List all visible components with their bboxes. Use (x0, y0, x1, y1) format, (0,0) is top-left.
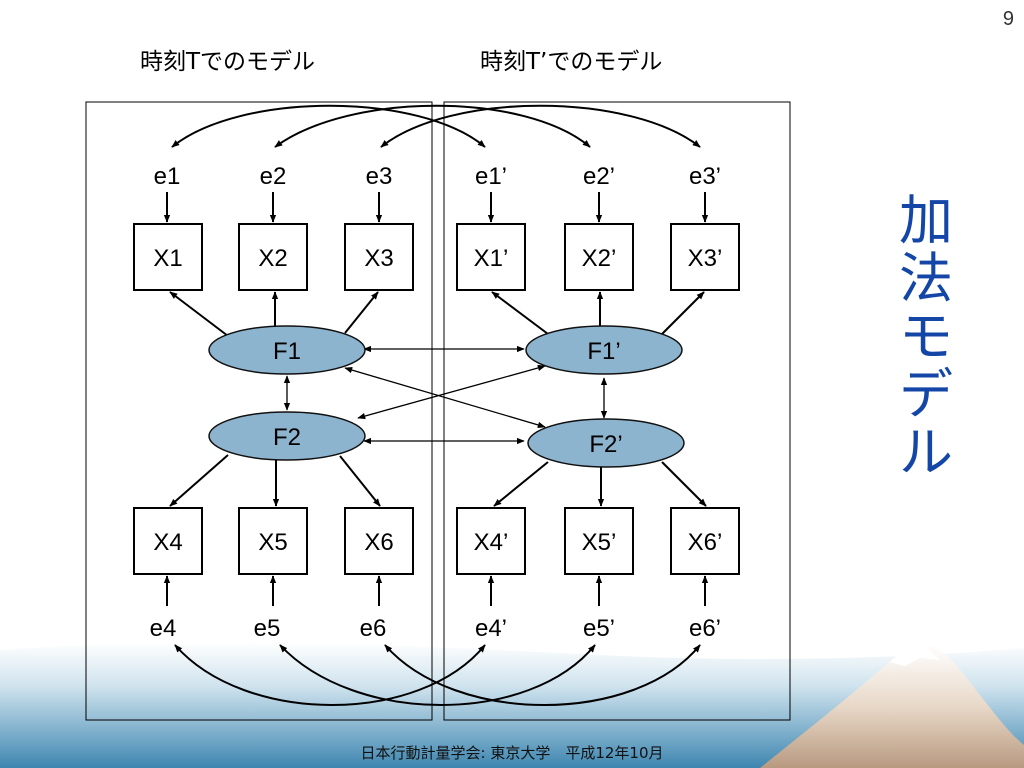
side-title-char: モ (899, 305, 953, 368)
loading-f1p-x3p (661, 291, 705, 335)
side-title-char: 法 (899, 247, 953, 310)
label-x5: X5 (258, 529, 287, 556)
background-wave (0, 642, 1024, 768)
label-x6: X6 (364, 529, 393, 556)
loading-f1p-x1p (491, 291, 549, 335)
side-title-char: デ (899, 363, 953, 426)
loading-f2-x6 (339, 455, 381, 507)
cov-f2-f1prime (357, 364, 546, 420)
label-f1-prime: F1’ (587, 338, 620, 365)
label-e3-prime: e3’ (689, 163, 721, 190)
label-f2: F2 (273, 424, 301, 451)
arc-e5-e5prime (279, 644, 596, 706)
label-e6-prime: e6’ (689, 615, 721, 642)
factor-f2 (208, 411, 366, 461)
box-x6 (344, 507, 414, 575)
model-label-t-prime: 時刻T’でのモデル (480, 49, 663, 75)
label-e5-prime: e5’ (583, 615, 615, 642)
arc-e6-e6prime (384, 644, 701, 706)
arc-e2-e2prime (274, 104, 591, 148)
loading-f2p-x6p (661, 461, 707, 507)
side-title-char: ル (899, 421, 953, 484)
box-x6-prime (670, 507, 740, 575)
label-e2-prime: e2’ (583, 163, 615, 190)
label-x1-prime: X1’ (474, 245, 509, 272)
label-f1: F1 (273, 338, 301, 365)
loading-f2-x4 (169, 454, 229, 507)
label-e1-prime: e1’ (475, 163, 507, 190)
arc-e1-e1prime (171, 104, 486, 148)
label-e1: e1 (154, 163, 181, 190)
label-e6: e6 (360, 615, 387, 642)
box-x2-prime (564, 223, 634, 291)
label-x4: X4 (153, 529, 182, 556)
box-x5 (238, 507, 308, 575)
factor-f1 (208, 325, 366, 375)
label-e2: e2 (260, 163, 287, 190)
label-x3-prime: X3’ (688, 245, 723, 272)
factor-f2-prime (527, 418, 685, 468)
label-x6-prime: X6’ (688, 529, 723, 556)
box-x3-prime (670, 223, 740, 291)
label-x5-prime: X5’ (582, 529, 617, 556)
box-x2 (238, 223, 308, 291)
side-title-char: 加 (899, 189, 953, 252)
box-x4 (133, 507, 203, 575)
page-number: 9 (1002, 8, 1014, 30)
label-f2-prime: F2’ (589, 431, 622, 458)
label-e4-prime: e4’ (475, 615, 507, 642)
label-x2-prime: X2’ (582, 245, 617, 272)
loading-f2p-x4p (493, 461, 549, 507)
factor-f1-prime (525, 325, 683, 375)
label-e4: e4 (150, 615, 177, 642)
arc-e3-e3prime (380, 104, 701, 148)
loading-f1-x3 (344, 291, 379, 334)
label-e5: e5 (254, 615, 281, 642)
box-x4-prime (456, 507, 526, 575)
label-x3: X3 (364, 245, 393, 272)
box-x3 (344, 223, 414, 291)
box-x5-prime (564, 507, 634, 575)
loading-f1-x1 (169, 291, 229, 337)
label-x2: X2 (258, 245, 287, 272)
footer-credit: 日本行動計量学会: 東京大学 平成12年10月 (360, 744, 664, 762)
arc-e4-e4prime (174, 644, 486, 706)
label-e3: e3 (366, 163, 393, 190)
side-title-additive-model: 加 法 モ デ ル (892, 192, 960, 482)
box-x1 (133, 223, 203, 291)
cov-f1-f2prime (344, 366, 546, 429)
label-x1: X1 (153, 245, 182, 272)
model-label-t: 時刻Tでのモデル (140, 49, 316, 75)
label-x4-prime: X4’ (474, 529, 509, 556)
box-x1-prime (456, 223, 526, 291)
